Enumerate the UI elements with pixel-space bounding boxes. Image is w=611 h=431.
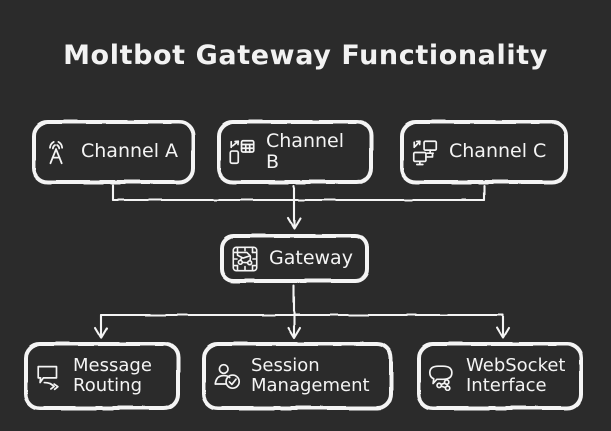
node-label: Session Management [251, 354, 370, 396]
mobile-sync-grid-icon [229, 139, 255, 165]
node-channel-c[interactable]: Channel C [398, 118, 570, 186]
arrowhead-websocket-interface [495, 326, 511, 340]
node-label: WebSocket Interface [466, 354, 566, 396]
node-gateway[interactable]: Gateway [218, 232, 371, 285]
node-channel-a[interactable]: Channel A [30, 118, 197, 186]
network-chip-icon [232, 245, 258, 272]
node-label: Message Routing [73, 354, 152, 396]
node-label: Gateway [269, 246, 353, 269]
node-label: Channel C [449, 140, 547, 163]
node-websocket-interface[interactable]: WebSocket Interface [415, 340, 585, 412]
node-label: Channel A [81, 140, 179, 163]
antenna-broadcast-icon [49, 140, 64, 165]
arrowhead-gateway [286, 216, 302, 230]
node-channel-b[interactable]: Channel B [215, 118, 375, 186]
speech-bubble-share-icon [428, 365, 453, 391]
user-check-icon [214, 363, 241, 390]
node-label: Channel B [266, 129, 345, 173]
networked-monitors-icon [412, 140, 438, 166]
node-session-management[interactable]: Session Management [200, 340, 395, 412]
arrowhead-session-management [286, 326, 302, 340]
arrowhead-message-routing [93, 326, 109, 340]
speech-bubble-arrow-icon [37, 365, 59, 391]
page-title: Moltbot Gateway Functionality [63, 40, 548, 71]
node-message-routing[interactable]: Message Routing [22, 340, 182, 412]
